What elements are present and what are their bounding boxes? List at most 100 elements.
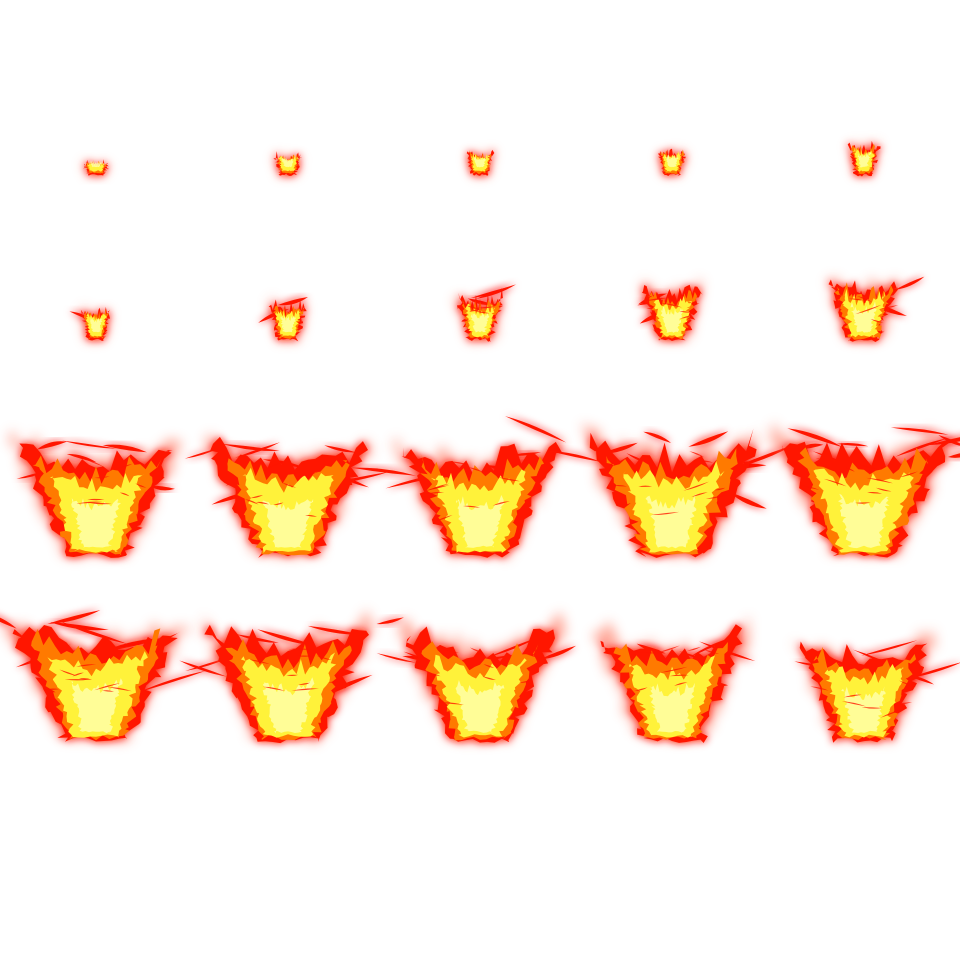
fire-streak bbox=[60, 621, 128, 644]
fire-frame-1 bbox=[81, 159, 110, 176]
fire-inner-flicker bbox=[79, 678, 92, 680]
fire-highlight bbox=[280, 315, 296, 333]
fire-inner-flicker bbox=[679, 311, 691, 313]
fire-inner-flicker bbox=[295, 655, 314, 657]
fire-frame-12 bbox=[205, 434, 389, 559]
fire-inner-flicker bbox=[434, 515, 453, 523]
fire-frame-17 bbox=[139, 609, 417, 744]
fire-inner-flicker bbox=[281, 482, 297, 488]
fire-highlight bbox=[645, 493, 697, 549]
fire-streak bbox=[836, 442, 869, 447]
fire-streak bbox=[36, 441, 67, 450]
fire-streak bbox=[488, 636, 540, 658]
fire-streak bbox=[895, 276, 925, 290]
fire-inner-flicker bbox=[689, 451, 705, 458]
fire-streak bbox=[179, 660, 227, 677]
fire-highlight bbox=[838, 493, 890, 549]
fire-inner-flicker bbox=[424, 492, 445, 495]
fire-inner-flicker bbox=[476, 306, 496, 309]
fire-streak bbox=[476, 284, 516, 299]
fire-frame-16 bbox=[0, 610, 232, 743]
fire-highlight bbox=[281, 156, 295, 168]
fire-inner-flicker bbox=[660, 666, 688, 673]
fire-inner-flicker bbox=[447, 461, 470, 466]
fire-highlight bbox=[89, 160, 103, 168]
fire-inner-flicker bbox=[613, 484, 628, 487]
fire-inner-flicker bbox=[866, 477, 893, 484]
fire-inner-flicker bbox=[810, 686, 829, 691]
fire-frame-7 bbox=[258, 296, 308, 342]
fire-inner-flicker bbox=[669, 674, 689, 677]
fire-inner-flicker bbox=[466, 305, 480, 310]
fire-highlight bbox=[455, 680, 505, 733]
fire-inner-flicker bbox=[657, 645, 680, 653]
fire-inner-flicker bbox=[286, 674, 299, 677]
fire-inner-flicker bbox=[638, 485, 653, 487]
fire-inner-flicker bbox=[440, 702, 465, 705]
fire-inner-flicker bbox=[698, 460, 713, 463]
fire-streak bbox=[50, 622, 109, 631]
fire-inner-flicker bbox=[79, 467, 91, 471]
fire-inner-flicker bbox=[273, 502, 284, 506]
fire-frame-8 bbox=[453, 284, 516, 342]
fire-inner-flicker bbox=[492, 501, 510, 506]
fire-inner-flicker bbox=[843, 694, 862, 698]
fire-inner-flicker bbox=[462, 505, 481, 508]
fire-frame-10 bbox=[826, 276, 925, 343]
fire-frame-19 bbox=[592, 614, 756, 743]
fire-frame-6 bbox=[69, 302, 111, 342]
fire-inner-flicker bbox=[249, 659, 270, 665]
fire-inner-flicker bbox=[870, 319, 884, 323]
fire-frame-15 bbox=[770, 421, 960, 558]
fire-inner-flicker bbox=[64, 679, 90, 681]
fire-inner-flicker bbox=[880, 709, 902, 718]
fire-streak bbox=[895, 438, 947, 457]
fire-streak bbox=[257, 629, 316, 646]
fire-inner-flicker bbox=[76, 664, 97, 667]
fire-inner-flicker bbox=[714, 487, 726, 491]
fire-inner-flicker bbox=[674, 682, 688, 686]
fire-frame-4 bbox=[658, 148, 687, 177]
fire-streak bbox=[0, 617, 17, 629]
fire-inner-flicker bbox=[94, 683, 121, 691]
fire-inner-flicker bbox=[643, 297, 669, 302]
fire-streak bbox=[927, 437, 960, 446]
fire-streak bbox=[376, 653, 417, 663]
fire-inner-flicker bbox=[298, 682, 311, 685]
fire-streak bbox=[688, 431, 729, 447]
fire-inner-flicker bbox=[255, 501, 269, 505]
fire-inner-flicker bbox=[116, 463, 133, 469]
fire-streak bbox=[307, 625, 362, 635]
fire-frame-9 bbox=[637, 277, 703, 342]
fire-inner-flicker bbox=[660, 302, 683, 308]
fire-inner-flicker bbox=[305, 514, 317, 517]
fire-highlight bbox=[262, 677, 315, 734]
fire-streak bbox=[221, 443, 280, 451]
fire-streak bbox=[729, 492, 767, 509]
fire-streak bbox=[236, 634, 279, 643]
fire-inner-flicker bbox=[296, 471, 321, 478]
fire-inner-flicker bbox=[429, 673, 441, 677]
fire-streak bbox=[643, 431, 672, 443]
fire-inner-flicker bbox=[288, 648, 314, 650]
fire-inner-flicker bbox=[705, 494, 728, 499]
fire-inner-flicker bbox=[704, 649, 720, 654]
fire-inner-flicker bbox=[86, 502, 112, 505]
fire-streak bbox=[47, 610, 101, 624]
fire-streak bbox=[278, 297, 308, 306]
fire-inner-flicker bbox=[799, 485, 820, 490]
fire-inner-flicker bbox=[87, 498, 105, 501]
fire-inner-flicker bbox=[857, 296, 872, 302]
fire-inner-flicker bbox=[468, 467, 483, 473]
fire-streak bbox=[539, 645, 576, 660]
fire-highlight bbox=[473, 154, 487, 168]
fire-inner-flicker bbox=[522, 652, 543, 659]
fire-inner-flicker bbox=[683, 481, 709, 491]
fire-streak bbox=[62, 440, 117, 449]
fire-frame-2 bbox=[273, 151, 303, 177]
fire-inner-flicker bbox=[469, 309, 482, 312]
fire-core bbox=[623, 461, 725, 553]
fire-highlight bbox=[470, 311, 490, 333]
fire-inner-flicker bbox=[316, 655, 333, 661]
fire-streak bbox=[376, 617, 404, 625]
